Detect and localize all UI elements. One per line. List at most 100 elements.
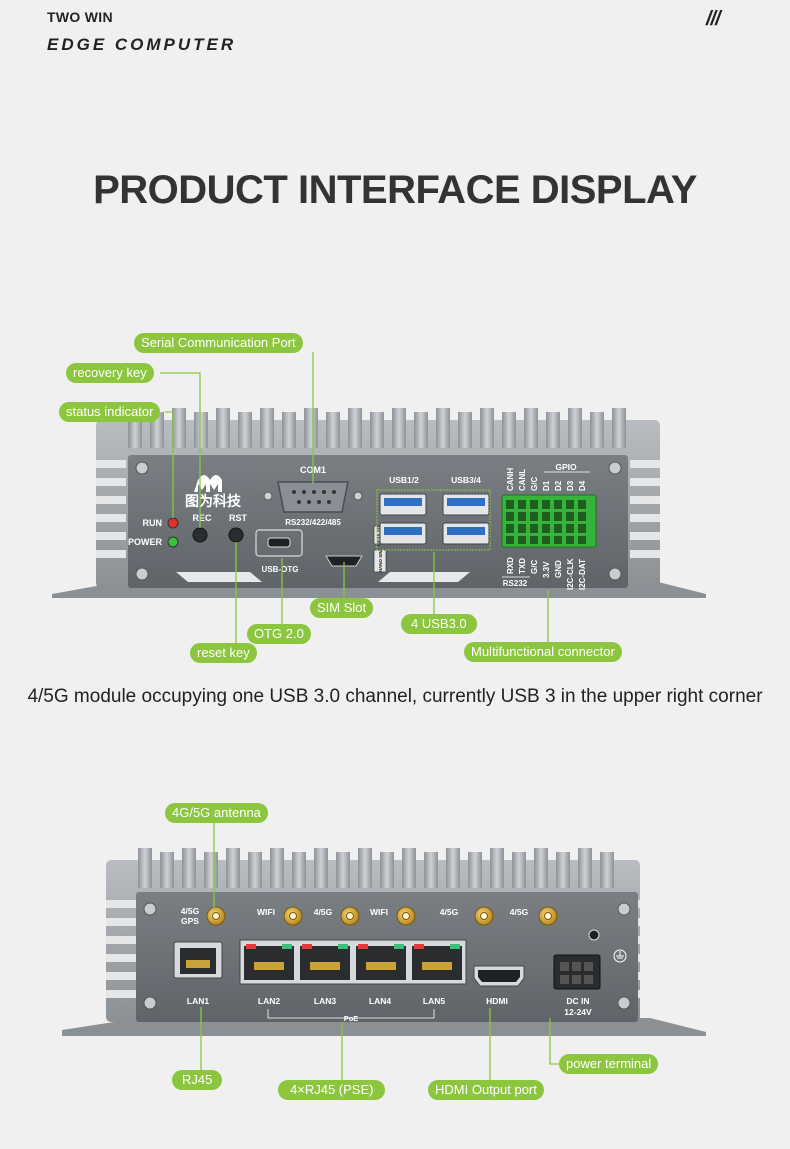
antenna-connector-icon[interactable] — [206, 906, 226, 926]
g45-4-label: 4/5G — [510, 907, 529, 917]
rxd-label: RXD — [506, 557, 515, 574]
callout-lines-2 — [200, 822, 560, 1082]
d3-label: D3 — [566, 480, 575, 491]
usb-note: 4/5G module occupying one USB 3.0 channe… — [27, 686, 763, 707]
lan1-label: LAN1 — [187, 996, 209, 1006]
light-strip — [176, 572, 262, 582]
i2c-dat-label: I2C-DAT — [578, 559, 587, 590]
reset-key-button[interactable] — [228, 527, 244, 543]
otg-frame — [255, 529, 303, 557]
brand-subtitle: EDGE COMPUTER — [47, 35, 237, 54]
callout-rj45-pse: 4×RJ45 (PSE) — [278, 1080, 386, 1100]
ground-icon — [613, 949, 627, 963]
serial-port-db9[interactable] — [263, 481, 363, 513]
power-label: POWER — [128, 537, 163, 547]
micro-sd-text: micro SD — [376, 525, 381, 546]
d4-label: D4 — [578, 480, 587, 491]
usb34-label: USB3/4 — [451, 475, 481, 485]
callout-status-indicator: status indicator — [59, 402, 161, 422]
voltage-label: 12-24V — [564, 1007, 592, 1017]
light-strip — [378, 572, 470, 582]
callout-hdmi: HDMI Output port — [428, 1080, 544, 1100]
usb-otg-port[interactable] — [267, 537, 291, 548]
lan2-label: LAN2 — [258, 996, 280, 1006]
antenna-connector-icon[interactable] — [396, 906, 416, 926]
antenna-connector-icon[interactable] — [340, 906, 360, 926]
lan2-port[interactable] — [244, 944, 294, 980]
poe-label: PoE — [344, 1014, 359, 1023]
lan5-port[interactable] — [412, 944, 462, 980]
d2-label: D2 — [554, 480, 563, 491]
callout-reset-key: reset key — [190, 643, 257, 663]
rst-label: RST — [229, 513, 248, 523]
dc-in-label: DC IN — [566, 996, 589, 1006]
gps-label: GPS — [181, 916, 199, 926]
hdmi-label: HDMI — [486, 996, 508, 1006]
wifi2-label: WIFI — [370, 907, 388, 917]
gpio-label: GPIO — [555, 462, 577, 472]
usb-group-frame — [376, 489, 491, 551]
gps-45g-label: 4/5G — [181, 906, 200, 916]
base-plate-2 — [62, 1018, 706, 1036]
callout-lines-1 — [160, 352, 549, 646]
callout-4-usb30: 4 USB3.0 — [401, 614, 477, 634]
lan3-label: LAN3 — [314, 996, 336, 1006]
hdmi-port[interactable] — [473, 965, 525, 987]
usb-port-2[interactable] — [379, 522, 427, 545]
callout-recovery-key: recovery key — [66, 363, 154, 383]
audio-jack-icon — [588, 929, 600, 941]
v33-label: 3.3V — [542, 561, 551, 578]
sim-slot[interactable] — [325, 555, 363, 567]
power-led — [167, 536, 179, 548]
antenna-connector-icon[interactable] — [283, 906, 303, 926]
poe-bracket — [267, 1009, 435, 1019]
g45-3-label: 4/5G — [440, 907, 459, 917]
callout-otg: OTG 2.0 — [247, 624, 311, 644]
txd-label: TXD — [518, 558, 527, 574]
i2c-clk-label: I2C-CLK — [566, 558, 575, 590]
antenna-connector-icon[interactable] — [538, 906, 558, 926]
screw-icon — [143, 902, 631, 1010]
usb12-label: USB1/2 — [389, 475, 419, 485]
screw-icon — [135, 461, 622, 581]
gc-bottom-label: G/C — [530, 560, 539, 574]
g45-2-label: 4/5G — [314, 907, 333, 917]
run-led — [167, 517, 179, 529]
dc-in-power-terminal[interactable] — [553, 954, 601, 990]
canh-label: CANH — [506, 468, 515, 491]
wifi1-label: WIFI — [257, 907, 275, 917]
callout-multifunction-connector: Multifunctional connector — [464, 642, 622, 662]
callout-sim-slot: SIM Slot — [310, 598, 374, 618]
recovery-key-button[interactable] — [192, 527, 208, 543]
usb-port-4[interactable] — [442, 522, 490, 545]
multifunction-terminal-block[interactable] — [501, 494, 597, 548]
brand-top: TWO WIN — [47, 9, 113, 25]
usb-port-3[interactable] — [442, 493, 490, 516]
callout-antenna: 4G/5G antenna — [165, 803, 268, 823]
front-panel — [128, 455, 628, 588]
canl-label: CANL — [518, 469, 527, 491]
callout-rj45: RJ45 — [172, 1070, 223, 1090]
lan4-port[interactable] — [356, 944, 406, 980]
d1-label: D1 — [542, 480, 551, 491]
nano-sim-text: NANO SIM — [378, 549, 383, 572]
rs232-422-485-label: RS232/422/485 — [285, 518, 341, 527]
usb-port-1[interactable] — [379, 493, 427, 516]
rec-label: REC — [192, 513, 212, 523]
brand-logo-icon — [194, 475, 222, 492]
gc-top-label: G/C — [530, 477, 539, 491]
lan4-label: LAN4 — [369, 996, 391, 1006]
antenna-connector-icon[interactable] — [474, 906, 494, 926]
run-label: RUN — [143, 518, 163, 528]
lan1-port[interactable] — [173, 941, 223, 979]
gnd-label: GND — [554, 560, 563, 578]
logo-text: 图为科技 — [185, 493, 242, 509]
rs232-label: RS232 — [503, 579, 528, 588]
slash-decoration: /// — [706, 8, 721, 30]
callout-serial-port: Serial Communication Port — [134, 333, 303, 353]
callout-power-terminal: power terminal — [559, 1054, 659, 1074]
lan5-label: LAN5 — [423, 996, 445, 1006]
lan3-port[interactable] — [300, 944, 350, 980]
usb-otg-label: USB-OTG — [262, 565, 299, 574]
